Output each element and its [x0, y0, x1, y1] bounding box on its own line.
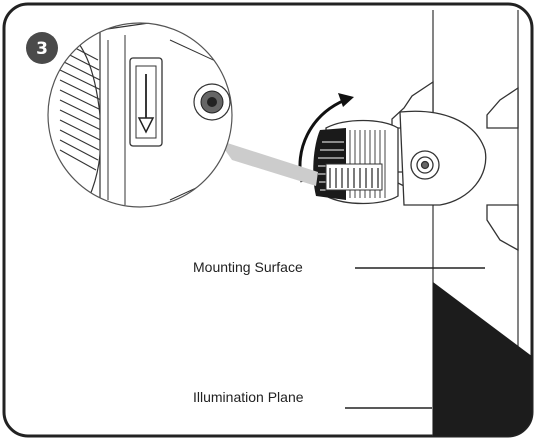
down-arrow-icon: [137, 74, 155, 134]
illumination-plane-label: Illumination Plane: [193, 389, 304, 405]
illumination-plane-shape: [433, 282, 532, 436]
mounting-bracket: [391, 80, 519, 252]
mounting-surface-label: Mounting Surface: [193, 259, 303, 275]
magnified-detail: [47, 22, 233, 208]
step-number: 3: [36, 39, 48, 59]
step-badge: 3: [26, 32, 58, 64]
callout-connector: [218, 140, 318, 186]
adjustment-knob: [313, 119, 399, 205]
